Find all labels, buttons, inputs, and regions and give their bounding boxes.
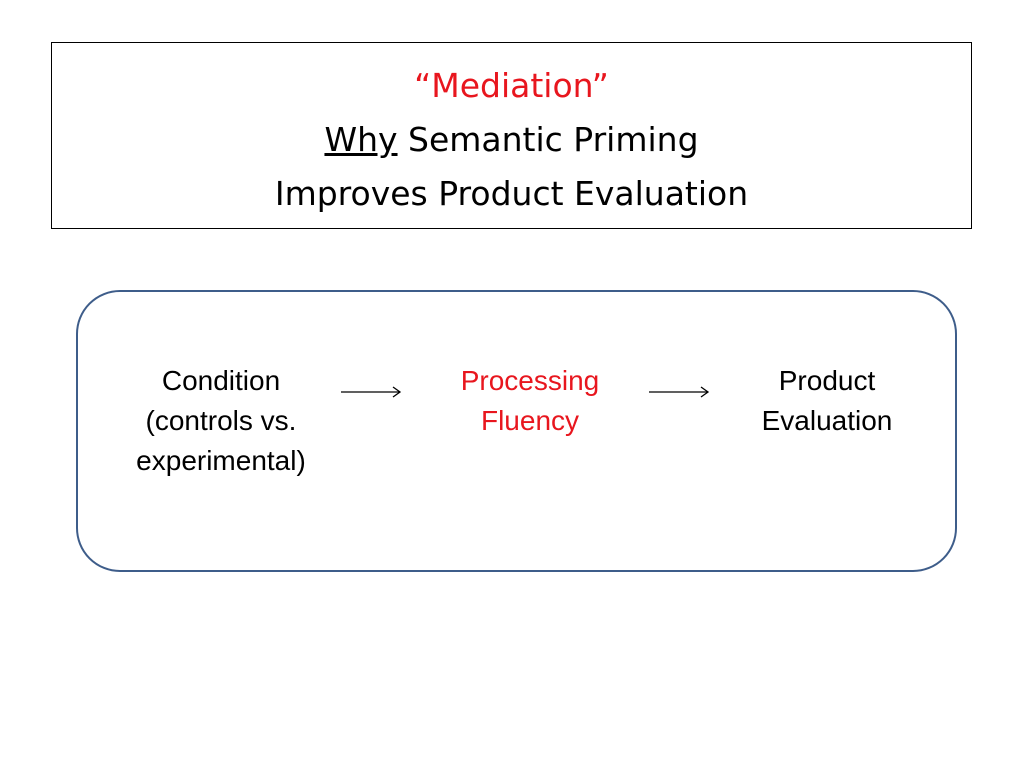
- title-question-line: Why Semantic Priming: [52, 113, 971, 167]
- title-semantic-priming: Semantic Priming: [397, 120, 699, 159]
- mediation-diagram-frame: [76, 290, 957, 572]
- node-condition-line-2: (controls vs.: [145, 405, 297, 436]
- slide-title-box: “Mediation” Why Semantic Priming Improve…: [51, 42, 972, 229]
- node-mediator-line-1: Processing: [460, 365, 600, 396]
- node-condition-line-3: experimental): [136, 445, 306, 476]
- title-why: Why: [324, 120, 398, 159]
- node-condition: Condition (controls vs. experimental): [110, 361, 332, 481]
- arrow-right-icon: [649, 386, 710, 398]
- node-outcome-line-1: Product: [778, 365, 876, 396]
- title-mediation: “Mediation”: [414, 66, 609, 105]
- node-condition-line-1: Condition: [161, 365, 281, 396]
- title-improves-line: Improves Product Evaluation: [274, 174, 749, 213]
- node-product-evaluation: Product Evaluation: [732, 361, 922, 441]
- node-mediator-line-2: Fluency: [480, 405, 580, 436]
- arrow-right-icon: [341, 386, 402, 398]
- node-processing-fluency: Processing Fluency: [430, 361, 630, 441]
- node-outcome-line-2: Evaluation: [761, 405, 893, 436]
